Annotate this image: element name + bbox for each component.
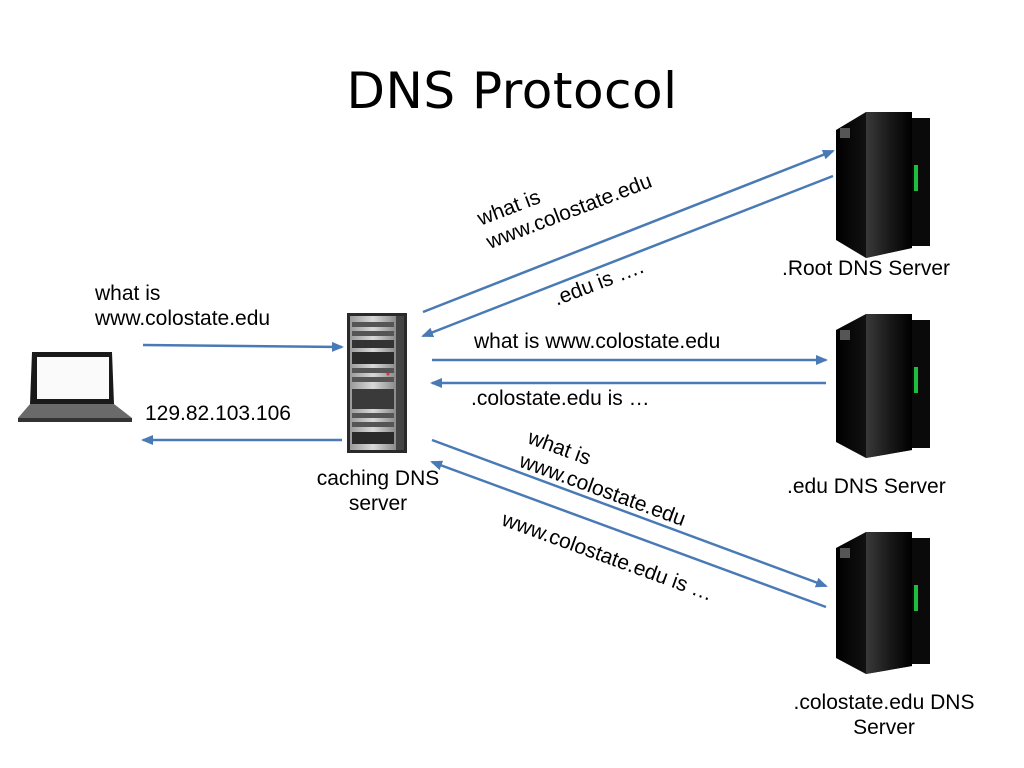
laptop-icon bbox=[18, 352, 132, 422]
root-answer-arrow bbox=[421, 174, 834, 338]
root-query-arrow bbox=[422, 149, 835, 314]
edu-server-icon bbox=[836, 314, 930, 458]
caching-server-label: caching DNS server bbox=[316, 467, 440, 515]
colostate-server-icon bbox=[836, 532, 930, 674]
edu-answer-label: .colostate.edu is … bbox=[471, 387, 650, 410]
colostate-answer-arrow bbox=[430, 460, 827, 609]
caching-server-icon bbox=[347, 313, 407, 453]
page-title: DNS Protocol bbox=[346, 62, 678, 120]
client-query-arrow bbox=[142, 341, 344, 352]
client-query-label: what is www.colostate.edu bbox=[95, 282, 271, 330]
root-server-label: .Root DNS Server bbox=[782, 257, 951, 280]
edu-server-label: .edu DNS Server bbox=[787, 475, 946, 498]
client-answer-label: 129.82.103.106 bbox=[145, 402, 291, 425]
colostate-query-arrow bbox=[431, 438, 828, 588]
colostate-server-label: .colostate.edu DNS Server bbox=[793, 691, 975, 739]
root-server-icon bbox=[836, 112, 930, 258]
edu-query-label: what is www.colostate.edu bbox=[474, 330, 721, 353]
